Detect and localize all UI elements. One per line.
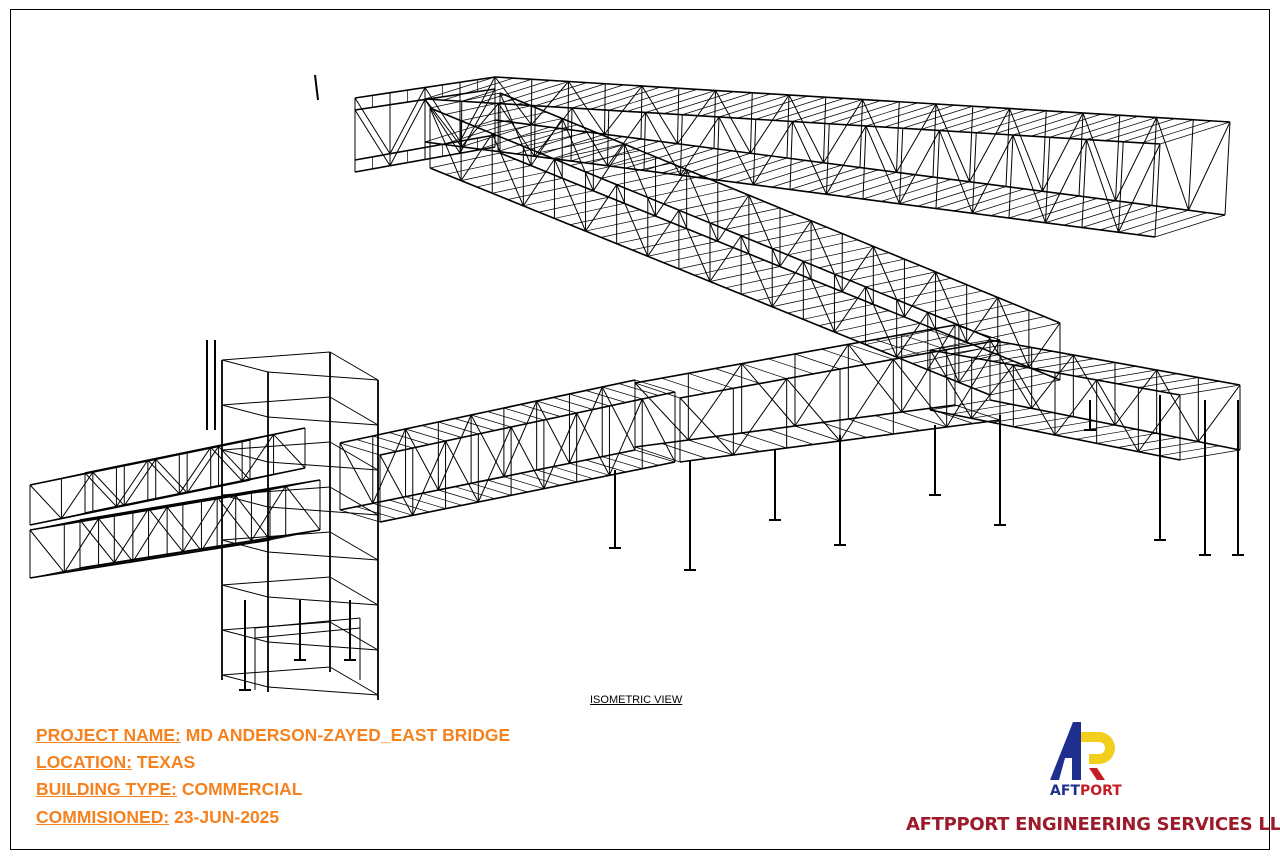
view-label: ISOMETRIC VIEW: [590, 694, 683, 706]
commissioned-label: COMMISIONED:: [36, 807, 170, 827]
commissioned: COMMISIONED: 23-JUN-2025: [36, 807, 279, 828]
commissioned-value: 23-JUN-2025: [174, 807, 280, 827]
building-type-value: COMMERCIAL: [181, 779, 303, 799]
project-name-value: MD ANDERSON-ZAYED_EAST BRIDGE: [185, 725, 511, 745]
project-name-label: PROJECT NAME:: [36, 725, 181, 745]
company-logo: AFTPORT: [1050, 722, 1122, 799]
location-value: TEXAS: [136, 752, 196, 772]
building-type: BUILDING TYPE: COMMERCIAL: [36, 779, 302, 800]
location: LOCATION: TEXAS: [36, 752, 195, 773]
sheet-border: [10, 9, 1270, 850]
location-label: LOCATION:: [36, 752, 132, 772]
logo-text: AFTPORT: [1050, 783, 1122, 799]
building-type-label: BUILDING TYPE:: [36, 779, 177, 799]
project-name: PROJECT NAME: MD ANDERSON-ZAYED_EAST BRI…: [36, 725, 510, 746]
company-name: AFTPPORT ENGINEERING SERVICES LLC: [906, 814, 1280, 835]
